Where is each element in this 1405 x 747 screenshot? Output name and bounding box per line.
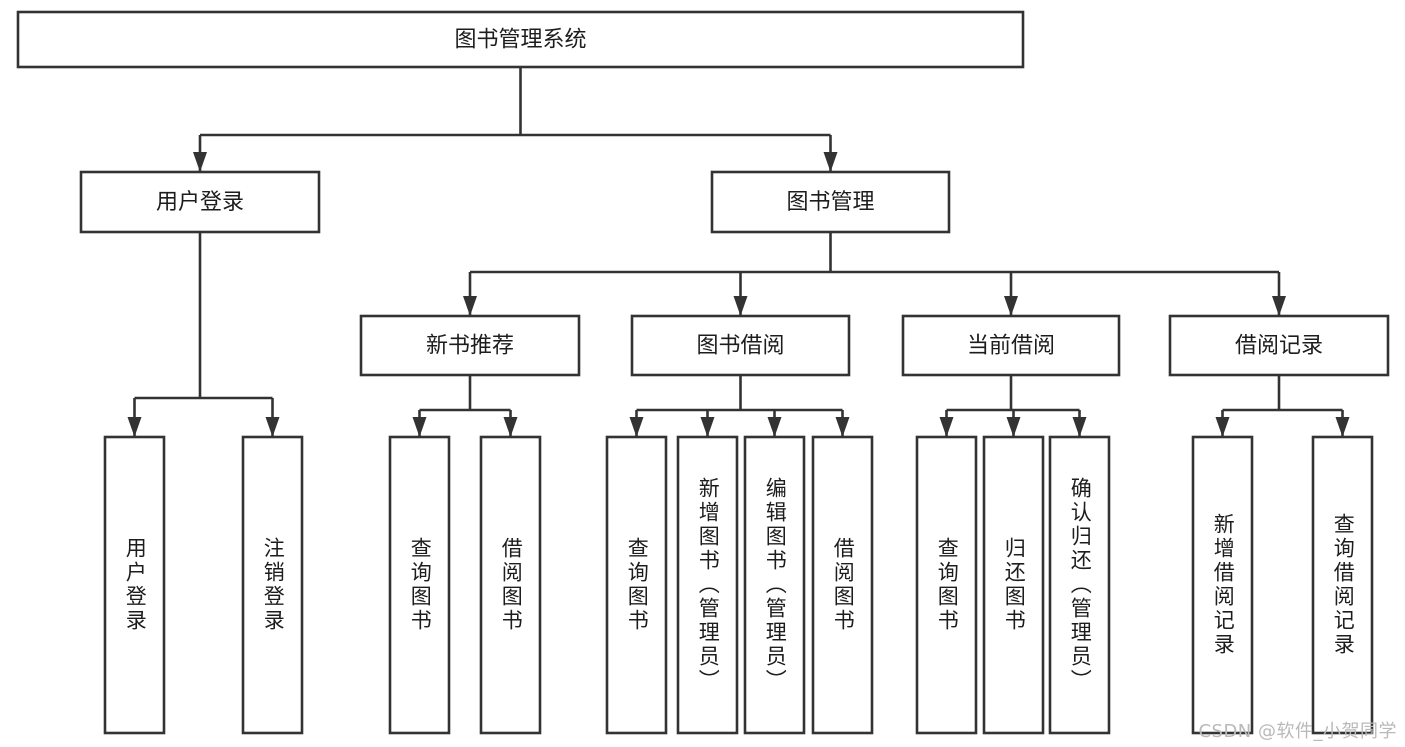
- node-leaf-confirm-return[interactable]: [1048, 435, 1111, 735]
- node-label-current-borrow: 当前借阅: [967, 334, 1055, 359]
- node-leaf-edit-book[interactable]: [743, 435, 806, 735]
- node-leaf-query-book-3[interactable]: [915, 435, 978, 735]
- boxes-layer: [16, 10, 1390, 735]
- arrow-head-icon: [629, 417, 644, 437]
- node-label-root: 图书管理系统: [454, 28, 586, 53]
- arrow-head-icon: [1072, 417, 1087, 437]
- node-leaf-user-logout[interactable]: [241, 435, 304, 735]
- arrow-head-icon: [733, 296, 748, 316]
- arrow-head-icon: [939, 417, 954, 437]
- node-leaf-borrow-book-2[interactable]: [811, 435, 874, 735]
- node-current-borrow[interactable]: [901, 314, 1121, 377]
- node-leaf-return-book[interactable]: [982, 435, 1045, 735]
- node-borrow-record[interactable]: [1168, 314, 1390, 377]
- arrow-head-icon: [127, 417, 142, 437]
- arrow-head-icon: [463, 296, 477, 316]
- node-user-login[interactable]: [79, 170, 321, 234]
- node-leaf-add-book[interactable]: [676, 435, 739, 735]
- arrow-head-icon: [265, 417, 280, 437]
- node-new-book-recommend[interactable]: [359, 314, 581, 377]
- arrow-head-icon: [1006, 417, 1021, 437]
- csdn-watermark: CSDN @软件_小贺同学: [1198, 721, 1397, 742]
- node-leaf-add-record[interactable]: [1191, 435, 1254, 735]
- arrow-head-icon: [767, 417, 782, 437]
- node-leaf-borrow-book-1[interactable]: [479, 435, 542, 735]
- node-book-borrow[interactable]: [630, 314, 851, 377]
- arrow-head-icon: [823, 152, 838, 172]
- arrow-head-icon: [1215, 417, 1230, 437]
- node-label-user-login: 用户登录: [156, 190, 244, 215]
- node-leaf-user-login[interactable]: [103, 435, 166, 735]
- node-leaf-query-book-2[interactable]: [605, 435, 668, 735]
- node-label-book-manage: 图书管理: [786, 190, 874, 215]
- arrow-head-icon: [1004, 296, 1018, 316]
- connectors-layer: [127, 67, 1350, 437]
- node-root[interactable]: [16, 10, 1025, 69]
- arrow-head-icon: [193, 152, 207, 172]
- node-leaf-query-record[interactable]: [1311, 435, 1374, 735]
- arrow-head-icon: [412, 417, 427, 437]
- arrow-head-icon: [1272, 296, 1286, 316]
- node-label-new-book-recommend: 新书推荐: [426, 334, 514, 359]
- arrow-head-icon: [1335, 417, 1350, 437]
- arrow-head-icon: [700, 417, 715, 437]
- node-book-manage[interactable]: [710, 170, 951, 234]
- node-label-borrow-record: 借阅记录: [1235, 334, 1323, 359]
- node-leaf-query-book-1[interactable]: [388, 435, 451, 735]
- arrow-head-icon: [835, 417, 850, 437]
- arrow-head-icon: [503, 417, 518, 437]
- node-label-book-borrow: 图书借阅: [696, 334, 784, 359]
